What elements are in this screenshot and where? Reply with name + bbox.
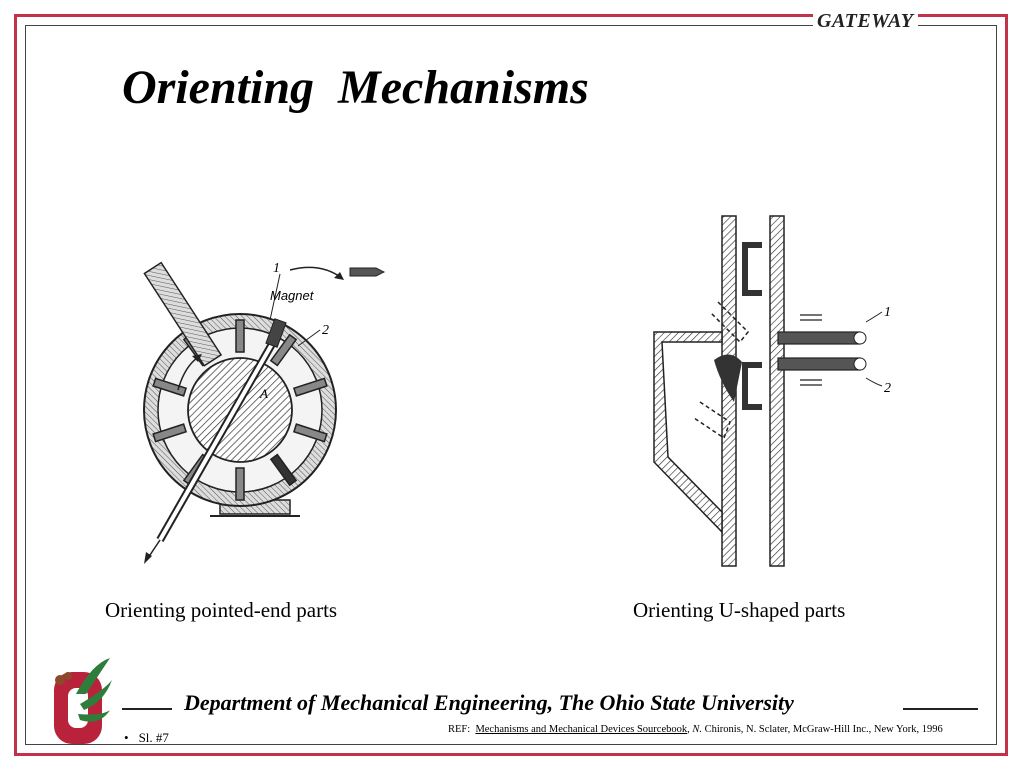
reference-citation: REF: Mechanisms and Mechanical Devices S… <box>448 724 943 735</box>
slide-frame-outer <box>14 14 1008 756</box>
gateway-label: GATEWAY <box>813 10 918 33</box>
label-1: 1 <box>273 261 280 276</box>
slide-title: Orienting Mechanisms <box>122 61 589 114</box>
ohio-state-logo <box>54 658 112 744</box>
reference-book-title: Mechanisms and Mechanical Devices Source… <box>475 724 688 735</box>
u-shaped-orienter-diagram: 1 2 <box>653 215 891 567</box>
label-1: 1 <box>884 305 891 320</box>
caption-u-shaped: Orienting U-shaped parts <box>633 598 846 622</box>
label-a: A <box>259 386 268 401</box>
slide-number: •Sl. #7 <box>124 730 169 745</box>
pointed-end-orienter-diagram: 1 Magnet 2 A <box>143 261 386 564</box>
footer-rule-right <box>903 708 978 710</box>
caption-pointed-end: Orienting pointed-end parts <box>105 598 338 622</box>
footer-rule-left <box>122 708 172 710</box>
department-name: Department of Mechanical Engineering, Th… <box>184 690 794 715</box>
slide-frame-inner <box>25 25 997 745</box>
bullet-icon: • <box>124 730 129 745</box>
label-2: 2 <box>884 381 891 396</box>
label-2: 2 <box>322 323 329 338</box>
label-magnet: Magnet <box>270 288 315 303</box>
